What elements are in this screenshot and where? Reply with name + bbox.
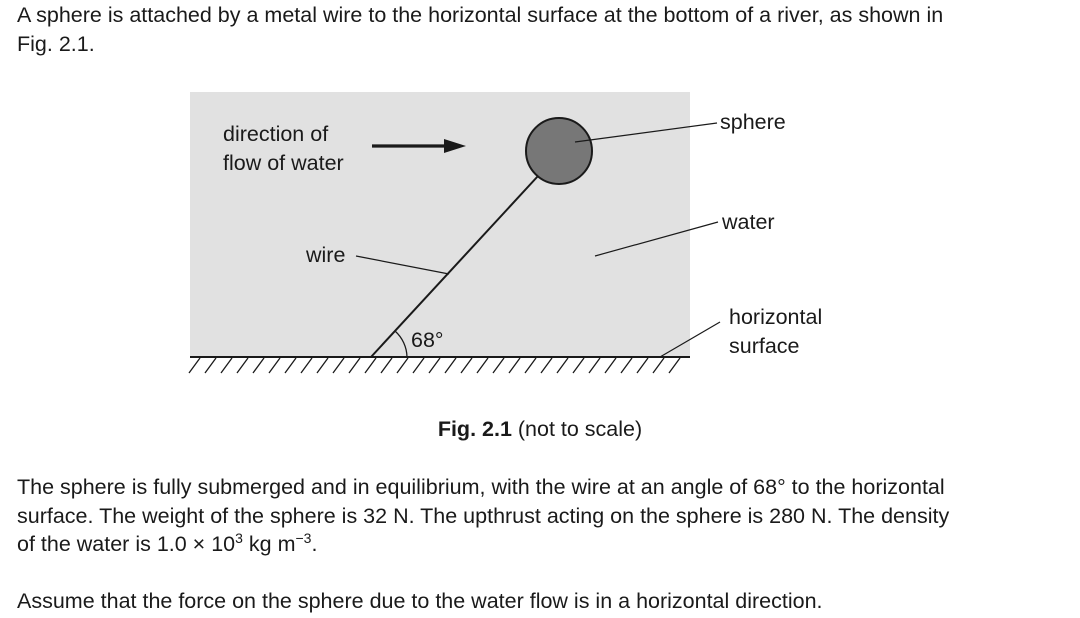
hatch-mark (524, 357, 537, 374)
label-angle: 68° (411, 328, 444, 352)
hatch-mark (348, 357, 361, 374)
hatch-mark (220, 357, 233, 374)
equilibrium-paragraph: The sphere is fully submerged and in equ… (17, 473, 1067, 559)
hatch-mark (236, 357, 249, 374)
intro-line-1: A sphere is attached by a metal wire to … (17, 3, 944, 27)
density-unit-exponent: −3 (295, 529, 312, 546)
hatch-mark (492, 357, 505, 374)
hatch-mark (652, 357, 665, 374)
hatch-mark (588, 357, 601, 374)
intro-line-2: Fig. 2.1. (17, 31, 95, 56)
hatch-mark (268, 357, 281, 374)
density-unit: kg m (242, 532, 296, 556)
hatch-mark (460, 357, 473, 374)
wire-leader-line (355, 255, 450, 275)
figure-caption: Fig. 2.1 (not to scale) (0, 415, 1080, 443)
caption-note: (not to scale) (511, 417, 643, 441)
density-exponent: 3 (235, 529, 243, 546)
label-wire: wire (305, 243, 345, 267)
density-text: of the water is 1.0 × 10 (17, 532, 236, 556)
hatch-mark (636, 357, 649, 374)
label-water: water (721, 210, 775, 234)
label-surface: surface (729, 334, 800, 358)
surface-leader-line (659, 321, 721, 358)
p2-line-3: of the water is 1.0 × 103 kg m−3. (17, 529, 318, 556)
angle-arc (394, 330, 408, 358)
density-period: . (311, 532, 318, 556)
hatch-mark (508, 357, 521, 374)
hatch-mark (412, 357, 425, 374)
sphere (525, 117, 593, 185)
label-horizontal: horizontal (729, 305, 822, 329)
hatch-mark (332, 357, 345, 374)
p2-line-2: surface. The weight of the sphere is 32 … (17, 503, 950, 528)
hatch-mark (620, 357, 633, 374)
hatch-mark (300, 357, 313, 374)
label-direction-line-1: direction of (223, 122, 328, 146)
hatch-mark (540, 357, 553, 374)
hatch-mark (380, 357, 393, 374)
hatch-mark (572, 357, 585, 374)
surface-hatching (188, 357, 681, 374)
label-direction-line-2: flow of water (223, 151, 344, 175)
water-leader-line (594, 221, 719, 257)
p2-line-1: The sphere is fully submerged and in equ… (17, 475, 945, 499)
hatch-mark (476, 357, 489, 374)
caption-figure-number: Fig. 2.1 (437, 417, 512, 441)
hatch-mark (556, 357, 569, 374)
hatch-mark (204, 357, 217, 374)
hatch-mark (252, 357, 265, 374)
sphere-leader-line (574, 122, 718, 143)
hatch-mark (188, 357, 201, 374)
wire (370, 175, 539, 358)
hatch-mark (604, 357, 617, 374)
hatch-mark (428, 357, 441, 374)
intro-paragraph: A sphere is attached by a metal wire to … (17, 1, 1067, 58)
hatch-mark (364, 357, 377, 374)
label-sphere: sphere (720, 110, 786, 134)
flow-direction-arrow (372, 139, 466, 153)
hatch-mark (444, 357, 457, 374)
hatch-mark (284, 357, 297, 374)
hatch-mark (668, 357, 681, 374)
assumption-paragraph: Assume that the force on the sphere due … (17, 589, 823, 613)
hatch-mark (316, 357, 329, 374)
water-region (190, 92, 690, 358)
hatch-mark (396, 357, 409, 374)
